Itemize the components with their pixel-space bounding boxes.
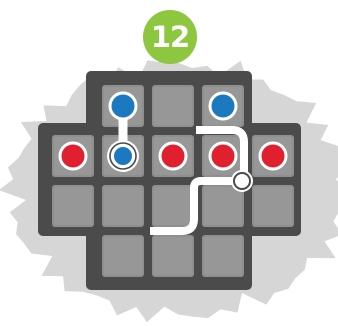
- tile-shine: [104, 187, 142, 225]
- board-tile: [102, 235, 144, 277]
- ball-core: [260, 143, 286, 169]
- board-tile: [252, 185, 294, 227]
- board-tile: [152, 185, 194, 227]
- red-ball: [160, 143, 186, 169]
- ball-core: [110, 93, 136, 119]
- red-ball: [60, 143, 86, 169]
- board-tile: [152, 85, 194, 127]
- ball-core: [160, 143, 186, 169]
- red-ball: [210, 143, 236, 169]
- tile-shine: [204, 237, 242, 275]
- blue-ball: [107, 140, 139, 172]
- board-tile: [102, 185, 144, 227]
- ball-core: [60, 143, 86, 169]
- tile-shine: [154, 87, 192, 125]
- board-tile: [202, 235, 244, 277]
- tile-shine: [204, 187, 242, 225]
- ball-core: [210, 143, 236, 169]
- blue-ball: [210, 93, 236, 119]
- tile-shine: [154, 237, 192, 275]
- ball-core: [210, 93, 236, 119]
- board-tile: [152, 235, 194, 277]
- tile-shine: [154, 187, 192, 225]
- board-tile: [52, 185, 94, 227]
- tile-shine: [254, 187, 292, 225]
- tile-shine: [104, 237, 142, 275]
- blue-ball: [110, 93, 136, 119]
- level-number: 12: [143, 10, 197, 64]
- board-tile: [202, 185, 244, 227]
- ball-core: [114, 147, 132, 165]
- tile-shine: [54, 187, 92, 225]
- red-ball: [260, 143, 286, 169]
